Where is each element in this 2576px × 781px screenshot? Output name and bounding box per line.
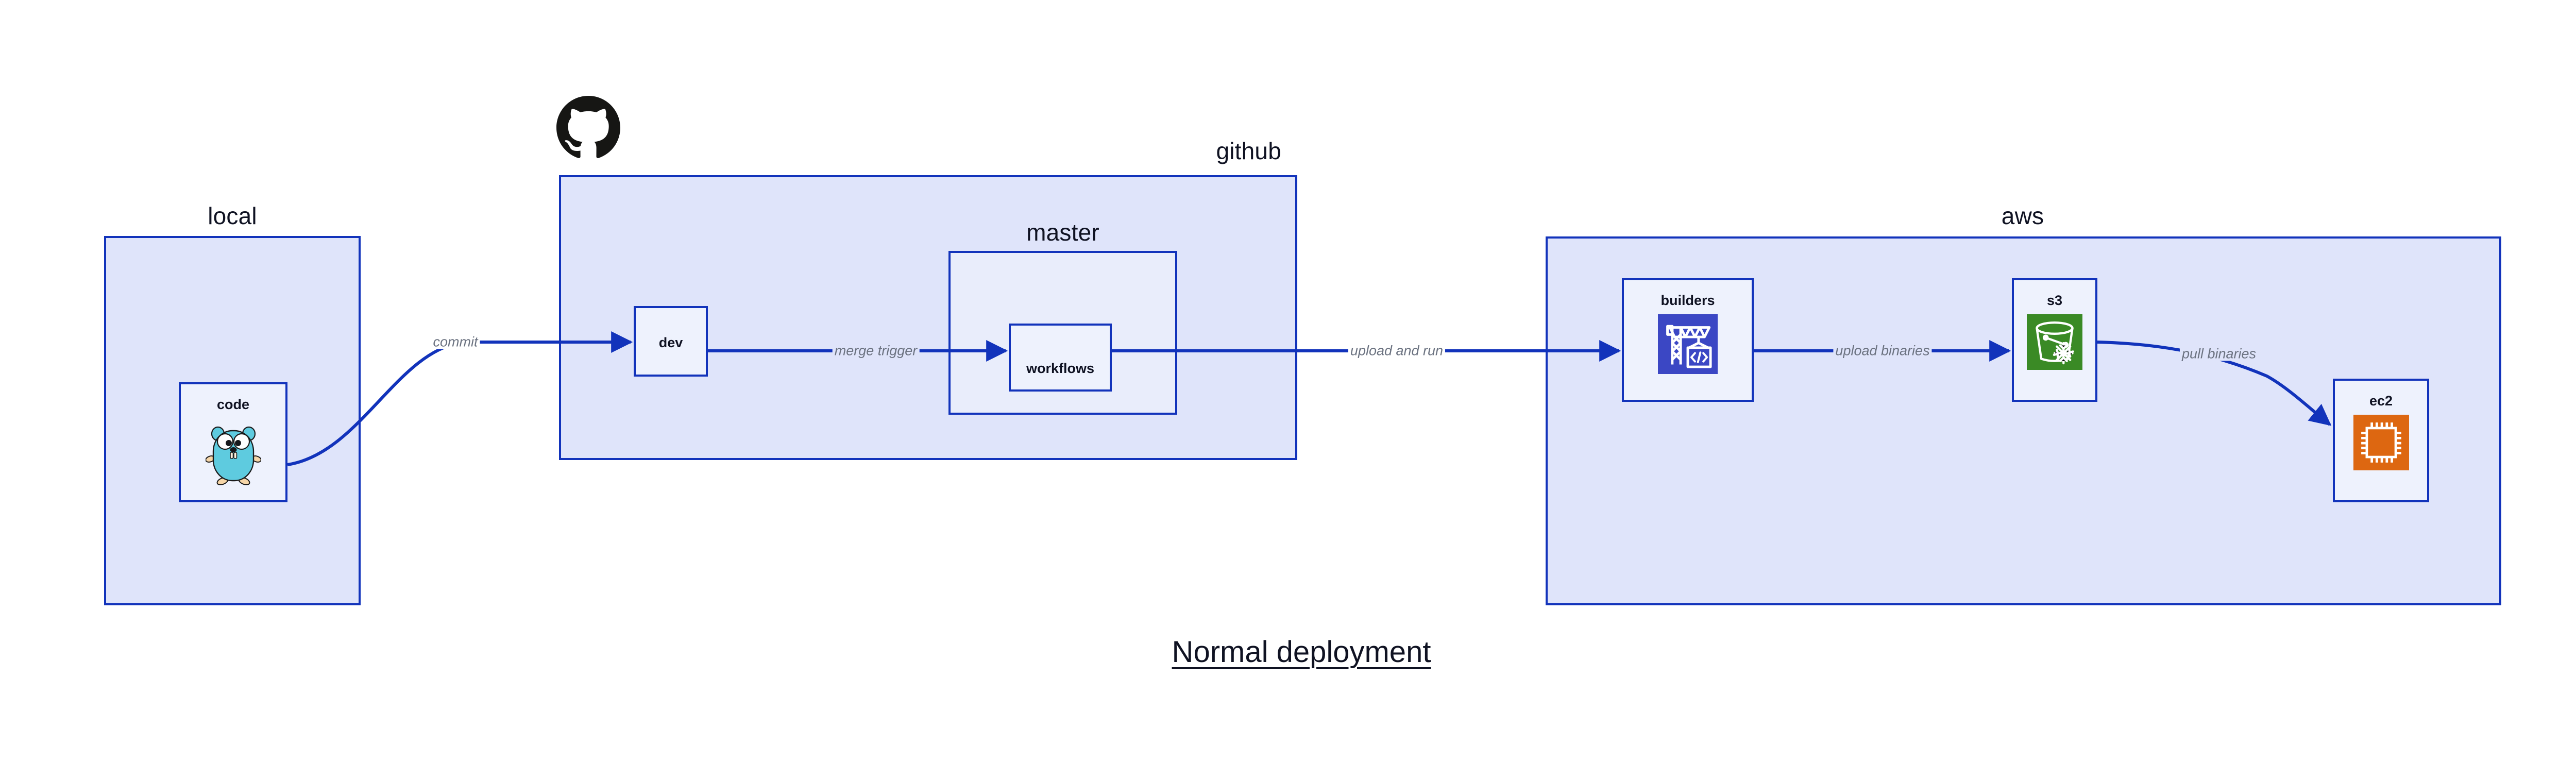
edge-label-merge-trigger: merge trigger (832, 344, 920, 358)
node-label-dev: dev (658, 335, 683, 350)
aws-codebuild-icon (1658, 314, 1718, 377)
node-label-builders: builders (1660, 293, 1715, 308)
node-label-code: code (216, 397, 250, 412)
node-label-s3: s3 (2046, 293, 2063, 308)
node-ec2[interactable]: ec2 (2333, 379, 2429, 502)
node-dev[interactable]: dev (634, 306, 708, 377)
go-gopher-icon (205, 425, 262, 488)
edge-label-pull-binaries: pull binaries (2179, 347, 2259, 361)
edge-label-upload-binaries: upload binaries (1833, 344, 1932, 358)
group-label-github: github (1216, 138, 1281, 164)
group-label-local: local (208, 202, 257, 229)
diagram-title: Normal deployment (1172, 635, 1431, 669)
group-label-aws: aws (2001, 202, 2044, 229)
node-s3[interactable]: s3 (2012, 278, 2097, 402)
node-workflows[interactable]: workflows (1009, 324, 1112, 392)
group-label-master: master (1026, 219, 1099, 246)
edge-label-upload-and-run: upload and run (1348, 344, 1446, 358)
node-builders[interactable]: builders (1622, 278, 1754, 402)
node-code[interactable]: code (179, 382, 287, 502)
node-label-workflows: workflows (1026, 361, 1095, 376)
github-octocat-icon (556, 96, 620, 162)
aws-s3-bucket-icon (2027, 314, 2082, 372)
edge-label-commit: commit (431, 335, 480, 349)
node-label-ec2: ec2 (2369, 393, 2393, 409)
aws-ec2-chip-icon (2353, 415, 2409, 473)
